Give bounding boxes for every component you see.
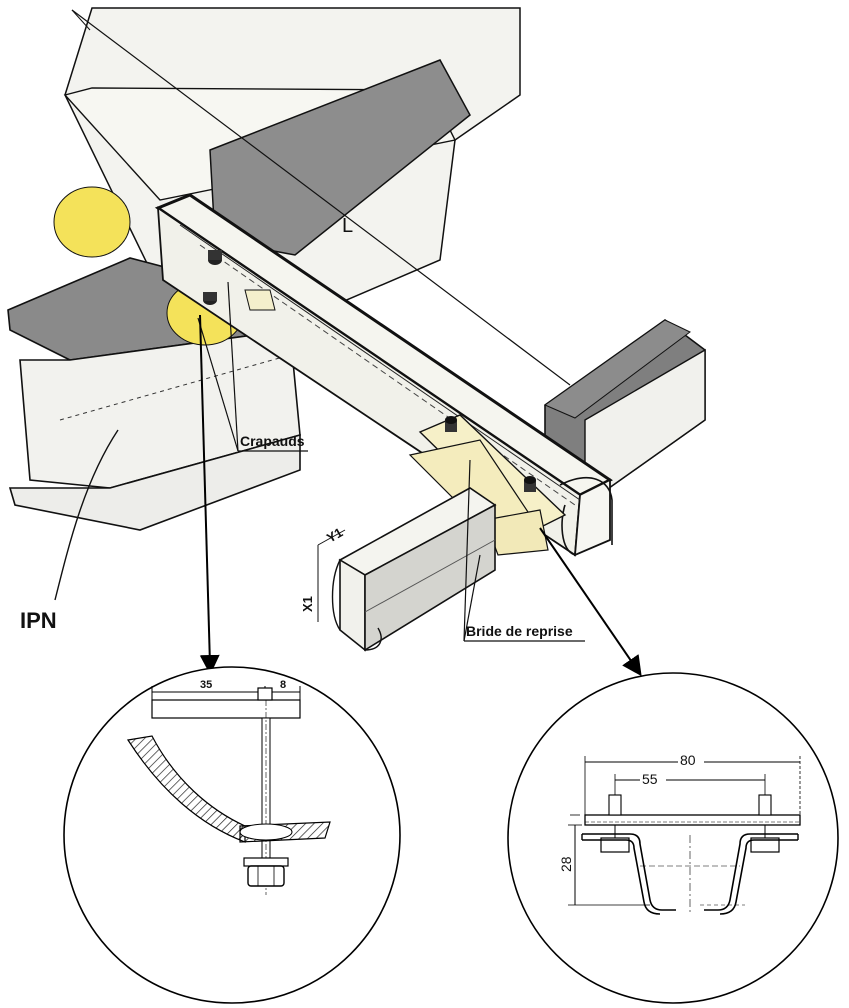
- bolt-plate-upper: [445, 416, 457, 432]
- assembly-illustration: L Y1 X1 Crapauds IPN Bride de reprise: [7, 7, 706, 652]
- label-ipn: IPN: [20, 608, 57, 633]
- bolt-left-lower: [203, 292, 217, 305]
- dim-55: 55: [642, 771, 658, 787]
- dim-80: 80: [680, 752, 696, 768]
- bolt-left-upper: [208, 250, 222, 265]
- lower-front-channel-side: [339, 558, 366, 652]
- bolt-plate-lower: [524, 476, 536, 492]
- dim-label-X1: X1: [300, 596, 315, 612]
- c-channel-profile: [582, 833, 676, 915]
- detail-right-bride: 80 55 28: [507, 672, 839, 1004]
- detail-left-crapaud: 35 8: [63, 666, 401, 1004]
- dim-label-Y1: Y1: [324, 525, 345, 546]
- dim-28: 28: [558, 856, 574, 872]
- label-crapauds: Crapauds: [240, 433, 305, 449]
- crapaud-left-yellow: [53, 186, 131, 258]
- arrow-to-left-detail: [199, 314, 220, 675]
- label-bride-de-reprise: Bride de reprise: [466, 623, 573, 639]
- main-rail-end: [573, 478, 611, 557]
- dim-label-L: L: [342, 215, 353, 237]
- dim-35: 35: [200, 679, 212, 691]
- dim-8: 8: [280, 679, 286, 691]
- ipn-beam-left-bottom: [8, 433, 301, 531]
- arrow-to-right-detail: [539, 527, 642, 677]
